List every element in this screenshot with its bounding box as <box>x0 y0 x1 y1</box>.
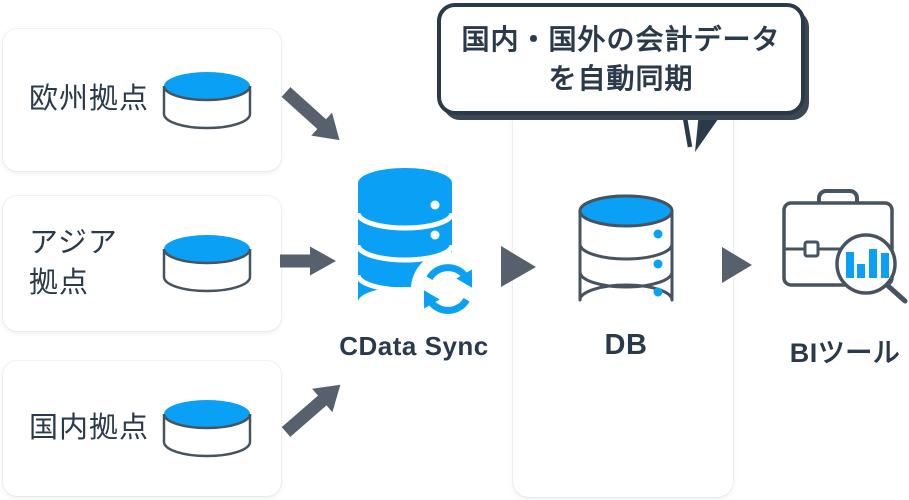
speech-bubble: 国内・国外の会計データ を自動同期 <box>437 3 805 115</box>
magnifier-chart-icon <box>835 233 908 304</box>
database-cylinder-icon <box>162 71 252 129</box>
arrow-asia-to-sync <box>280 246 336 276</box>
database-icon <box>578 194 674 302</box>
source-label-domestic: 国内拠点 <box>29 411 150 444</box>
hub-label: CData Sync <box>339 331 489 361</box>
source-card-europe: 欧州拠点 <box>3 29 281 171</box>
db-highlight-panel <box>513 98 733 497</box>
database-cylinder-icon <box>162 235 252 293</box>
arrow-domestic-to-sync <box>281 384 341 437</box>
bubble-text-line1: 国内・国外の会計データ <box>461 24 781 55</box>
source-card-asia: アジア 拠点 <box>3 196 281 331</box>
sync-arrows-icon <box>411 252 485 326</box>
source-label-europe: 欧州拠点 <box>29 83 150 116</box>
source-card-domestic: 国内拠点 <box>3 361 281 496</box>
arrow-europe-to-sync <box>281 87 340 141</box>
bi-briefcase-icon <box>782 189 908 304</box>
bi-tool-label: BIツール <box>789 338 901 368</box>
sync-database-icon <box>355 168 485 326</box>
source-label-asia: アジア 拠点 <box>29 227 118 299</box>
database-cylinder-icon <box>162 400 252 458</box>
db-label: DB <box>604 329 648 361</box>
bubble-text-line2: を自動同期 <box>548 63 694 94</box>
